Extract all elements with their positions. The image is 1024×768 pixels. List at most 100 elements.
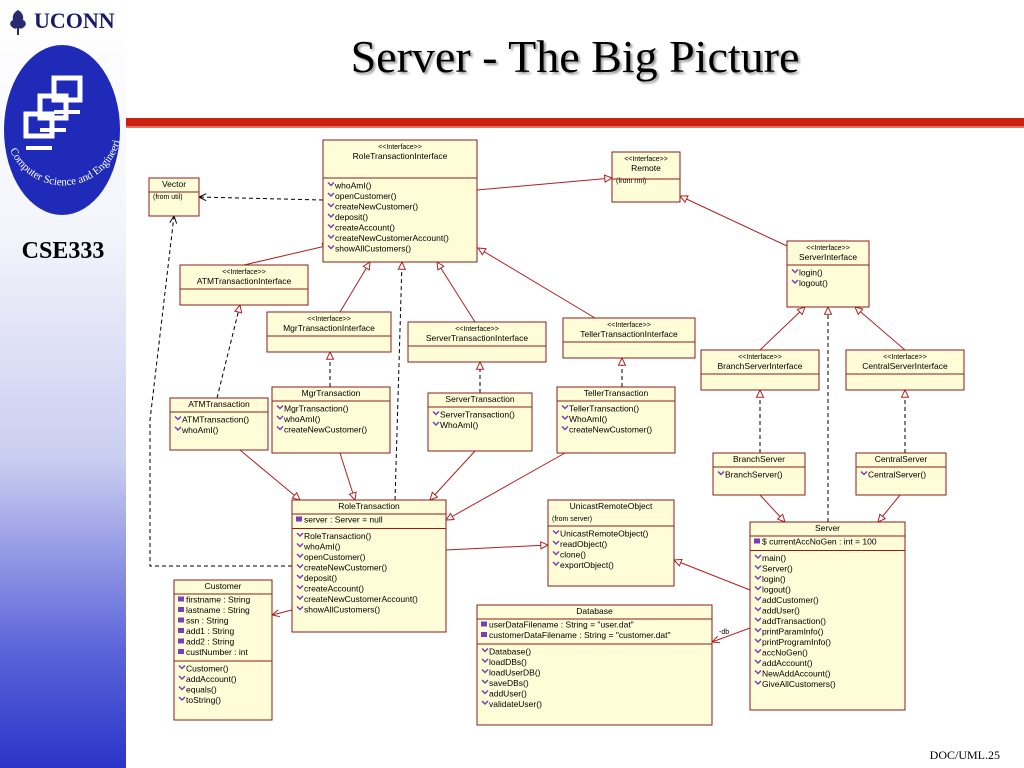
class-attribute: server : Server = null xyxy=(304,515,383,525)
operation-icon xyxy=(481,689,489,695)
class-stereotype: <<Interface>> xyxy=(607,322,651,329)
package-note: (from rmi) xyxy=(616,178,646,185)
generalization-edge xyxy=(216,303,243,399)
class-stereotype: <<Interface>> xyxy=(883,354,927,361)
operation-icon xyxy=(178,664,186,670)
class-operation: MgrTransaction() xyxy=(284,404,349,414)
generalization-edge xyxy=(672,558,751,591)
operation-icon xyxy=(178,675,186,681)
operation-icon xyxy=(327,192,335,198)
class-operation: WhoAmI() xyxy=(440,420,478,430)
class-operation: readObject() xyxy=(560,539,607,549)
class-operation: createAccount() xyxy=(304,584,364,594)
class-operation: deposit() xyxy=(304,573,337,583)
class-operation: deposit() xyxy=(335,212,368,222)
class-operation: toString() xyxy=(186,695,221,705)
title-divider-shadow xyxy=(126,126,1024,128)
generalization-edge xyxy=(755,388,765,453)
operation-icon xyxy=(327,213,335,219)
class-attribute: custNumber : int xyxy=(186,647,249,657)
class-name: Database xyxy=(576,606,613,616)
class-operation: RoleTransaction() xyxy=(304,531,371,541)
operation-icon xyxy=(754,680,762,686)
class-operation: ATMTransaction() xyxy=(182,415,249,425)
class-stereotype: <<Interface>> xyxy=(806,245,850,252)
class-operation: createNewCustomer() xyxy=(569,425,652,435)
operation-icon xyxy=(276,425,284,431)
operation-icon xyxy=(552,550,560,556)
operation-icon xyxy=(432,421,440,427)
operation-icon xyxy=(296,542,304,548)
attribute-icon xyxy=(178,638,184,644)
operation-icon xyxy=(296,532,304,538)
class-name: ATMTransactionInterface xyxy=(197,276,292,286)
generalization-edge xyxy=(476,174,614,191)
generalization-edge xyxy=(325,350,335,387)
class-name: ServerTransactionInterface xyxy=(426,333,528,343)
operation-icon xyxy=(754,606,762,612)
class-name: MgrTransaction xyxy=(302,388,361,398)
class-operation: Database() xyxy=(489,647,531,657)
operation-icon xyxy=(754,617,762,623)
class-name: Server xyxy=(815,523,840,533)
class-name: RoleTransactionInterface xyxy=(353,151,448,161)
class-name: Vector xyxy=(162,179,186,189)
attribute-icon xyxy=(178,596,184,602)
oak-leaf-icon xyxy=(10,10,26,35)
association-edge xyxy=(710,627,751,644)
operation-icon xyxy=(174,426,182,432)
class-vector: Vector(from util) xyxy=(148,177,200,217)
operation-icon xyxy=(754,659,762,665)
class-teller-t: TellerTransactionTellerTransaction()WhoA… xyxy=(556,386,676,454)
class-operation: addAccount() xyxy=(186,674,237,684)
attribute-icon xyxy=(296,516,302,522)
class-remote: <<Interface>>Remote(from rmi) xyxy=(611,151,681,203)
generalization-edge xyxy=(678,195,788,247)
class-teller-ti: <<Interface>>TellerTransactionInterface xyxy=(562,317,696,359)
class-operation: whoAmI() xyxy=(334,181,372,191)
operation-icon xyxy=(481,647,489,653)
class-operation: accNoGen() xyxy=(762,648,808,658)
class-name: CentralServer xyxy=(875,454,928,464)
class-name: CentralServerInterface xyxy=(862,361,948,371)
class-stereotype: <<Interface>> xyxy=(307,316,351,323)
class-operation: createNewCustomerAccount() xyxy=(304,594,418,604)
class-operation: createAccount() xyxy=(335,223,395,233)
class-stereotype: <<Interface>> xyxy=(455,326,499,333)
attribute-icon xyxy=(178,649,184,654)
class-attribute: customerDataFilename : String = "custome… xyxy=(489,630,671,640)
class-name: ServerTransaction xyxy=(445,394,514,404)
class-operation: Server() xyxy=(762,564,793,574)
operation-icon xyxy=(327,223,335,229)
dependency-edge xyxy=(197,193,324,202)
generalization-edge xyxy=(239,449,301,501)
operation-icon xyxy=(327,202,335,208)
class-operation: exportObject() xyxy=(560,560,614,570)
class-operation: Customer() xyxy=(186,664,229,674)
operation-icon xyxy=(327,234,335,240)
generalization-edge xyxy=(436,261,476,323)
class-operation: GiveAllCustomers() xyxy=(762,679,836,689)
class-operation: ServerTransaction() xyxy=(440,410,515,420)
class-operation: BranchServer() xyxy=(725,470,783,480)
class-name: UnicastRemoteObject xyxy=(570,501,653,511)
class-stereotype: <<Interface>> xyxy=(738,354,782,361)
attribute-icon xyxy=(178,628,184,633)
class-operation: addUser() xyxy=(762,606,800,616)
operation-icon xyxy=(754,585,762,591)
class-operation: createNewCustomerAccount() xyxy=(335,233,449,243)
operation-icon xyxy=(552,540,560,546)
operation-icon xyxy=(296,563,304,569)
class-operation: logout() xyxy=(799,278,828,288)
attribute-icon xyxy=(178,617,184,623)
operation-icon xyxy=(296,574,304,580)
package-note: (from server) xyxy=(552,516,592,523)
class-name: Customer xyxy=(205,581,242,591)
class-name: MgrTransactionInterface xyxy=(283,323,375,333)
class-atm-ti: <<Interface>>ATMTransactionInterface xyxy=(179,264,309,306)
class-operation: loadDBs() xyxy=(489,657,527,667)
operation-icon xyxy=(561,425,569,431)
generalization-edge xyxy=(854,306,906,351)
